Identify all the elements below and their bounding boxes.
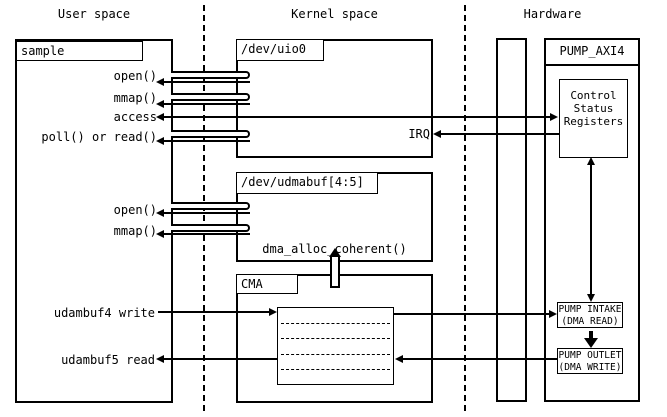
dma-buffer-box	[277, 307, 394, 385]
dma-alloc-arrow-shaft	[330, 257, 340, 288]
uio-open-return-arrowhead	[156, 78, 164, 86]
access-line	[163, 116, 551, 118]
uio-open-call-pipe	[171, 71, 250, 79]
udambuf4-write-label: udambuf4 write	[53, 306, 155, 320]
uio-open-label: open()	[113, 69, 157, 83]
udmabuf-open-call-pipe	[171, 202, 250, 210]
access-right-arrowhead	[550, 113, 558, 121]
cma-tab: CMA	[236, 274, 298, 294]
buffer-row-divider	[281, 338, 390, 339]
uio-mmap-label: mmap()	[113, 91, 157, 105]
read-user-arrowhead	[156, 355, 164, 363]
csr-up-arrowhead	[587, 157, 595, 165]
write-buffer-arrowhead	[269, 308, 277, 316]
csr-line: Status	[573, 102, 614, 115]
intake-outlet-shaft	[589, 331, 593, 339]
pump-intake-line: PUMP INTAKE	[558, 304, 622, 315]
udmabuf-mmap-label: mmap()	[113, 224, 157, 238]
irq-label: IRQ	[408, 127, 430, 141]
uio-mmap-call-pipe	[171, 93, 250, 101]
pump-outlet-box: PUMP OUTLET (DMA WRITE)	[557, 348, 623, 374]
udmabuf-open-label: open()	[113, 203, 157, 217]
buffer-row-divider	[281, 354, 390, 355]
uio0-device-tab: /dev/uio0	[236, 39, 324, 61]
user-space-title: User space	[57, 7, 131, 21]
pump-intake-box: PUMP INTAKE (DMA READ)	[557, 302, 623, 328]
read-line-outlet-to-buffer	[403, 358, 557, 360]
read-buffer-arrowhead	[395, 355, 403, 363]
irq-line	[441, 133, 559, 135]
dma-alloc-arrowhead	[329, 248, 341, 257]
write-line-user-to-buffer	[158, 311, 270, 313]
poll-read-call-pipe	[171, 130, 250, 138]
poll-read-return-arrowhead	[156, 137, 164, 145]
user-space-box	[15, 39, 173, 403]
pump-axi4-header: PUMP_AXI4	[546, 40, 638, 66]
uio-open-return-line	[164, 81, 250, 83]
buffer-row-divider	[281, 369, 390, 370]
buffer-row-divider	[281, 323, 390, 324]
uio-mmap-return-line	[164, 103, 250, 105]
uio-mmap-return-arrowhead	[156, 100, 164, 108]
poll-read-return-line	[164, 140, 250, 142]
irq-arrowhead	[433, 130, 441, 138]
udambuf5-read-label: udambuf5 read	[61, 353, 155, 367]
csr-line: Registers	[563, 115, 624, 128]
write-line-buffer-to-intake	[394, 313, 550, 315]
kernel-space-title: Kernel space	[291, 7, 378, 21]
bus-box	[496, 38, 527, 402]
pump-outlet-line: PUMP OUTLET	[558, 350, 622, 361]
pump-intake-line: (DMA READ)	[561, 316, 619, 327]
udmabuf-open-return-line	[164, 212, 250, 214]
access-label: access	[113, 110, 157, 124]
udmabuf-open-return-arrowhead	[156, 209, 164, 217]
control-status-registers-box: Control Status Registers	[559, 79, 628, 158]
udmabuf-mmap-return-arrowhead	[156, 230, 164, 238]
kernel-hardware-separator	[464, 5, 466, 413]
intake-outlet-arrowhead	[584, 338, 598, 348]
pump-outlet-line: (DMA WRITE)	[558, 362, 622, 373]
poll-read-label: poll() or read()	[41, 130, 157, 144]
read-line-buffer-to-user	[164, 358, 277, 360]
udmabuf-mmap-return-line	[164, 233, 250, 235]
hardware-title: Hardware	[523, 7, 582, 21]
udmabuf-mmap-call-pipe	[171, 224, 250, 232]
sample-app-tab: sample	[16, 41, 143, 61]
udmabuf-device-tab: /dev/udmabuf[4:5]	[236, 172, 378, 194]
intake-down-arrowhead	[587, 294, 595, 302]
csr-line: Control	[570, 89, 617, 102]
write-intake-arrowhead	[549, 310, 557, 318]
access-left-arrowhead	[156, 113, 164, 121]
csr-intake-line	[590, 164, 592, 296]
